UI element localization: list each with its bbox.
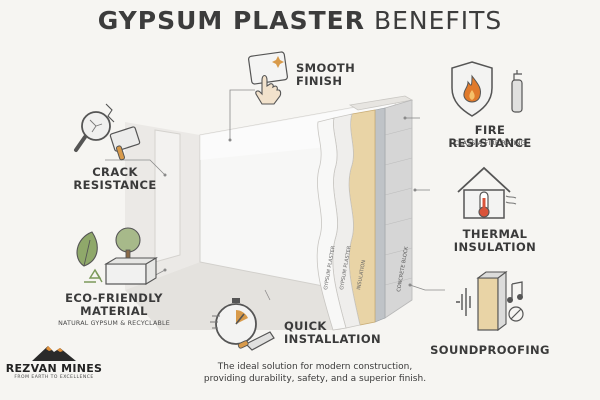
smooth-finish-line2: FINISH bbox=[296, 74, 343, 88]
connector-dots bbox=[163, 116, 417, 287]
eco-leaf-tree-icon bbox=[76, 227, 158, 285]
label-crack-resistance: CRACK RESISTANCE bbox=[70, 166, 160, 192]
eco-friendly-sub: NATURAL GYPSUM & RECYCLABLE bbox=[58, 320, 170, 327]
crack-resistance-line1: CRACK bbox=[92, 165, 138, 179]
label-eco-friendly: ECO-FRIENDLY MATERIAL bbox=[58, 292, 170, 318]
quick-installation-line1: QUICK bbox=[284, 319, 327, 333]
room-floor bbox=[125, 262, 395, 330]
fire-resistance-sub: CLASS A FIRE RATING bbox=[454, 140, 526, 147]
layer-label-insulation: INSULATION bbox=[356, 259, 367, 290]
page-title: GYPSUM PLASTER BENEFITS bbox=[0, 6, 600, 35]
fire-resistance-line1: FIRE RESISTANCE bbox=[448, 123, 532, 150]
soundproofing-line1: SOUNDPROOFING bbox=[430, 343, 550, 357]
logo-name: REZVAN MINES bbox=[5, 362, 103, 375]
magnifier-crack-icon bbox=[74, 103, 141, 161]
eco-friendly-line1: ECO-FRIENDLY bbox=[65, 291, 163, 305]
crack-resistance-line2: RESISTANCE bbox=[73, 178, 157, 192]
label-thermal-insulation: THERMAL INSULATION bbox=[450, 228, 540, 254]
mountain-logo-icon bbox=[32, 346, 76, 361]
tagline-line2: providing durability, safety, and a supe… bbox=[203, 374, 427, 384]
metal-stud bbox=[374, 107, 386, 323]
tagline: The ideal solution for modern constructi… bbox=[150, 361, 480, 385]
doorway bbox=[154, 129, 181, 263]
thermal-insulation-line2: INSULATION bbox=[453, 240, 537, 254]
tagline-line1: The ideal solution for modern constructi… bbox=[217, 362, 413, 372]
quick-installation-line2: INSTALLATION bbox=[284, 332, 382, 346]
soundproof-wall-icon bbox=[456, 270, 524, 332]
thermal-insulation-line1: THERMAL bbox=[462, 227, 528, 241]
smooth-finish-line1: SMOOTH bbox=[296, 61, 356, 75]
plaster-layer-1 bbox=[316, 117, 347, 331]
label-smooth-finish: SMOOTH FINISH bbox=[296, 62, 356, 88]
title-light: BENEFITS bbox=[373, 6, 503, 35]
fire-shield-icon bbox=[451, 61, 523, 117]
concrete-joints bbox=[384, 127, 413, 286]
stopwatch-trowel-icon bbox=[210, 298, 275, 351]
brand-logo: REZVAN MINES FROM EARTH TO EXCELLENCE bbox=[4, 342, 104, 380]
label-quick-installation: QUICK INSTALLATION bbox=[284, 320, 384, 346]
label-soundproofing: SOUNDPROOFING bbox=[430, 344, 550, 357]
label-fire-resistance: FIRE RESISTANCE bbox=[436, 124, 544, 150]
logo-slogan: FROM EARTH TO EXCELLENCE bbox=[14, 375, 94, 380]
eco-friendly-line2: MATERIAL bbox=[80, 304, 148, 318]
thermal-house-icon bbox=[457, 166, 517, 219]
hand-touch-icon bbox=[248, 51, 288, 105]
title-bold: GYPSUM PLASTER bbox=[97, 6, 365, 35]
